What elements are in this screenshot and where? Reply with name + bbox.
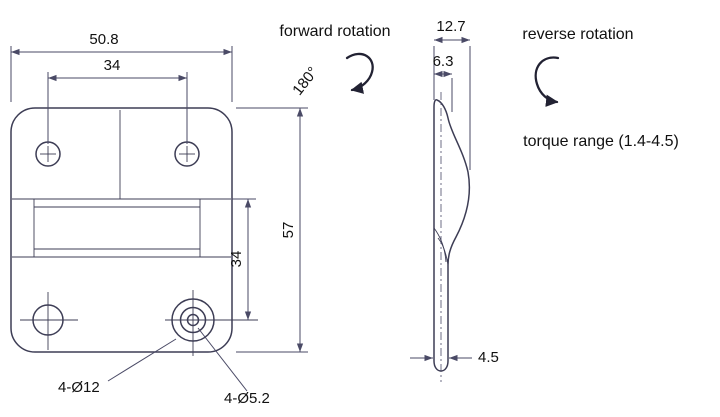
front-view: 50.8 34 57 34 4-Ø12 4-Ø5.2: [10, 31, 308, 407]
hole-callouts: 4-Ø12 4-Ø5.2: [58, 327, 270, 407]
angle-label: 180°: [289, 64, 322, 99]
forward-rotation-arrow-icon: [345, 52, 374, 94]
reverse-rotation-label: reverse rotation: [522, 26, 633, 43]
dim-thickness-label: 4.5: [478, 349, 499, 366]
dim-overall-width-label: 50.8: [89, 31, 118, 48]
hole-large-label: 4-Ø12: [58, 379, 100, 396]
top-holes: [35, 141, 200, 167]
dimension-hole-spacing-x: 34: [47, 57, 188, 144]
dimension-overall-height: 57: [236, 107, 308, 353]
reverse-rotation-arrow-icon: [534, 56, 560, 107]
top-hole-centermarks: [40, 146, 195, 162]
dim-overall-height-label: 57: [280, 222, 297, 239]
dimension-thickness: 4.5: [410, 349, 499, 366]
dimension-overall-width: 50.8: [10, 31, 233, 102]
hole-small-label: 4-Ø5.2: [224, 390, 270, 407]
dimension-hole-spacing-y: 34: [228, 198, 256, 320]
rotation-annotations: forward rotation 180° reverse rotation t…: [279, 23, 678, 150]
dim-hole-spacing-x-label: 34: [104, 57, 121, 74]
dim-hole-spacing-y-label: 34: [228, 251, 245, 268]
forward-rotation-label: forward rotation: [279, 23, 390, 40]
side-view: 12.7 6.3 4.5: [410, 18, 499, 382]
torque-range-label: torque range (1.4-4.5): [523, 133, 679, 150]
hinge-front-outline: [10, 107, 233, 353]
hinge-barrel-lines: [12, 110, 231, 258]
hinge-side-outline: [433, 99, 471, 372]
dimension-offset: 6.3: [433, 53, 454, 112]
bottom-left-hole: [20, 292, 78, 350]
bottom-right-hole: [165, 290, 258, 356]
dim-overall-depth-label: 12.7: [436, 18, 465, 35]
side-knuckle-detail: [433, 227, 449, 266]
dim-offset-label: 6.3: [433, 53, 454, 70]
